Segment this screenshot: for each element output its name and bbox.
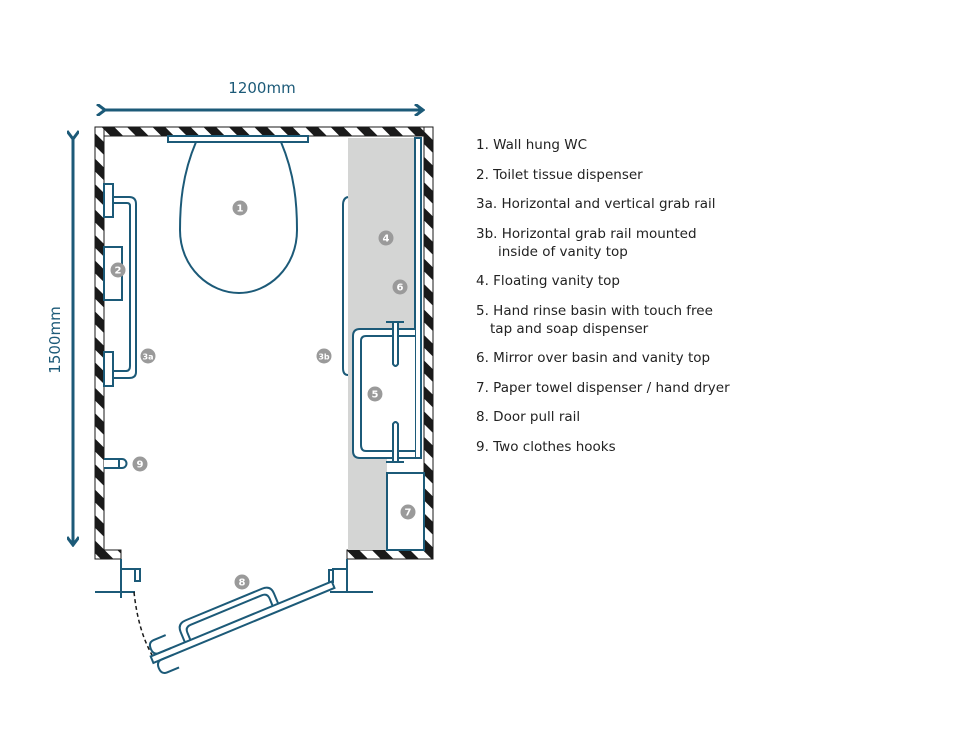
door-pull-rail: [178, 586, 280, 643]
grab-rail-mount-bottom: [103, 351, 114, 387]
legend-item: 3a. Horizontal and vertical grab rail: [476, 195, 730, 213]
svg-text:2: 2: [115, 266, 122, 277]
legend-text: 1. Wall hung WC: [476, 137, 588, 153]
grab-rail-3b: [342, 196, 349, 376]
legend-text: 2. Toilet tissue dispenser: [476, 166, 643, 183]
legend-text: tap and soap dispenser: [490, 320, 649, 337]
door-leaf: [148, 580, 336, 675]
legend-text: 8. Door pull rail: [476, 409, 581, 425]
door-frame-right: [328, 559, 373, 593]
marker-9: 9: [132, 456, 148, 472]
legend-text: 4. Floating vanity top: [476, 273, 620, 289]
legend-text: inside of vanity top: [498, 243, 628, 260]
svg-text:4: 4: [383, 234, 390, 245]
svg-text:9: 9: [137, 460, 144, 471]
legend-item: 6. Mirror over basin and vanity top: [476, 349, 730, 367]
marker-3b: 3b: [316, 348, 332, 364]
mirror: [414, 137, 422, 459]
door-frame-left: [95, 559, 141, 598]
basin: [352, 328, 415, 459]
svg-text:6: 6: [397, 283, 404, 294]
door-swing-arc: [133, 591, 153, 656]
legend-text: 6. Mirror over basin and vanity top: [476, 350, 711, 366]
legend-item: 9. Two clothes hooks: [476, 438, 730, 456]
legend-item: 4. Floating vanity top: [476, 272, 730, 290]
marker-8: 8: [234, 574, 250, 590]
legend-text: 9. Two clothes hooks: [476, 438, 616, 455]
svg-text:1: 1: [237, 204, 244, 215]
legend-item: 1. Wall hung WC: [476, 136, 730, 154]
walls: [94, 126, 434, 560]
legend-text: 3b. Horizontal grab rail mounted: [476, 225, 697, 242]
grab-rail-3a: [113, 196, 137, 379]
markers: 1 2 3a 3b 4 6 5 9 7 8: [110, 200, 416, 590]
legend-text: 3a. Horizontal and vertical grab rail: [476, 196, 716, 212]
clothes-hook: [104, 458, 128, 469]
legend-item: 8. Door pull rail: [476, 408, 730, 426]
vanity-lower: [348, 458, 387, 550]
legend-text: 7. Paper towel dispenser / hand dryer: [476, 379, 730, 396]
width-dimension: 1200mm: [104, 79, 422, 110]
soap-dispenser: [386, 421, 404, 463]
svg-text:7: 7: [405, 508, 412, 519]
marker-2: 2: [110, 262, 126, 278]
svg-text:5: 5: [372, 390, 379, 401]
legend-item: 2. Toilet tissue dispenser: [476, 166, 730, 184]
legend-item: 7. Paper towel dispenser / hand dryer: [476, 379, 730, 397]
marker-4: 4: [378, 230, 394, 246]
marker-6: 6: [392, 279, 408, 295]
width-label: 1200mm: [228, 79, 295, 97]
svg-text:8: 8: [239, 578, 246, 589]
depth-label: 1500mm: [46, 306, 64, 373]
svg-text:3b: 3b: [318, 353, 330, 362]
svg-text:3a: 3a: [143, 353, 154, 362]
wc-cistern: [167, 135, 309, 143]
legend: 1. Wall hung WC 2. Toilet tissue dispens…: [476, 136, 730, 467]
door-handle: [148, 634, 180, 675]
wc-bowl: [178, 141, 299, 295]
marker-3a: 3a: [140, 348, 156, 364]
marker-5: 5: [367, 386, 383, 402]
grab-rail-mount-top: [103, 183, 114, 218]
marker-7: 7: [400, 504, 416, 520]
marker-1: 1: [232, 200, 248, 216]
tap: [386, 321, 404, 367]
depth-dimension: 1500mm: [46, 138, 73, 544]
legend-text: 5. Hand rinse basin with touch free: [476, 302, 713, 319]
